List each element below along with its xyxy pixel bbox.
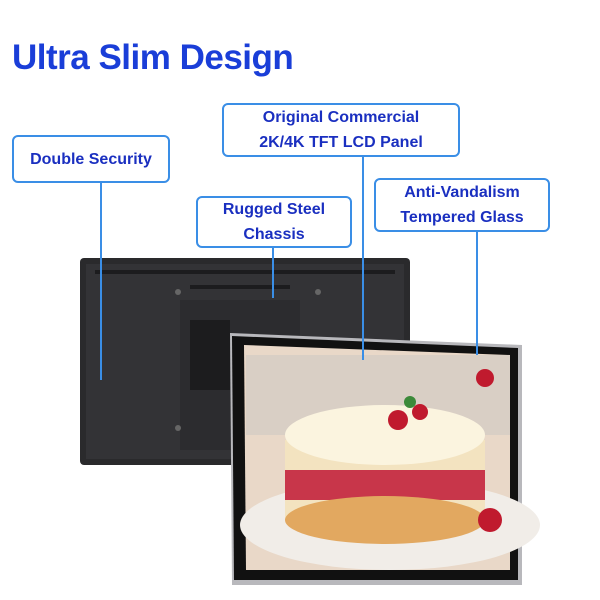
glass-pointer	[476, 230, 478, 355]
callout-text: Double Security	[30, 150, 152, 168]
callout-lcd-panel: Original Commercial 2K/4K TFT LCD Panel	[222, 103, 460, 157]
callout-text: Anti-Vandalism	[404, 184, 520, 201]
callout-steel-chassis: Rugged Steel Chassis	[196, 196, 352, 248]
panel-pointer	[362, 155, 364, 360]
callout-text: Chassis	[243, 226, 305, 243]
callout-double-security: Double Security	[12, 135, 170, 183]
callout-text: Tempered Glass	[400, 209, 524, 226]
callout-text: Original Commercial	[262, 109, 420, 126]
display-front-screen	[230, 333, 540, 585]
callout-tempered-glass: Anti-Vandalism Tempered Glass	[374, 178, 550, 232]
page-title: Ultra Slim Design	[12, 38, 294, 77]
callout-text: Rugged Steel	[222, 201, 326, 218]
callout-text: 2K/4K TFT LCD Panel	[259, 134, 423, 151]
double-security-pointer	[100, 180, 102, 380]
chassis-pointer	[272, 246, 274, 298]
